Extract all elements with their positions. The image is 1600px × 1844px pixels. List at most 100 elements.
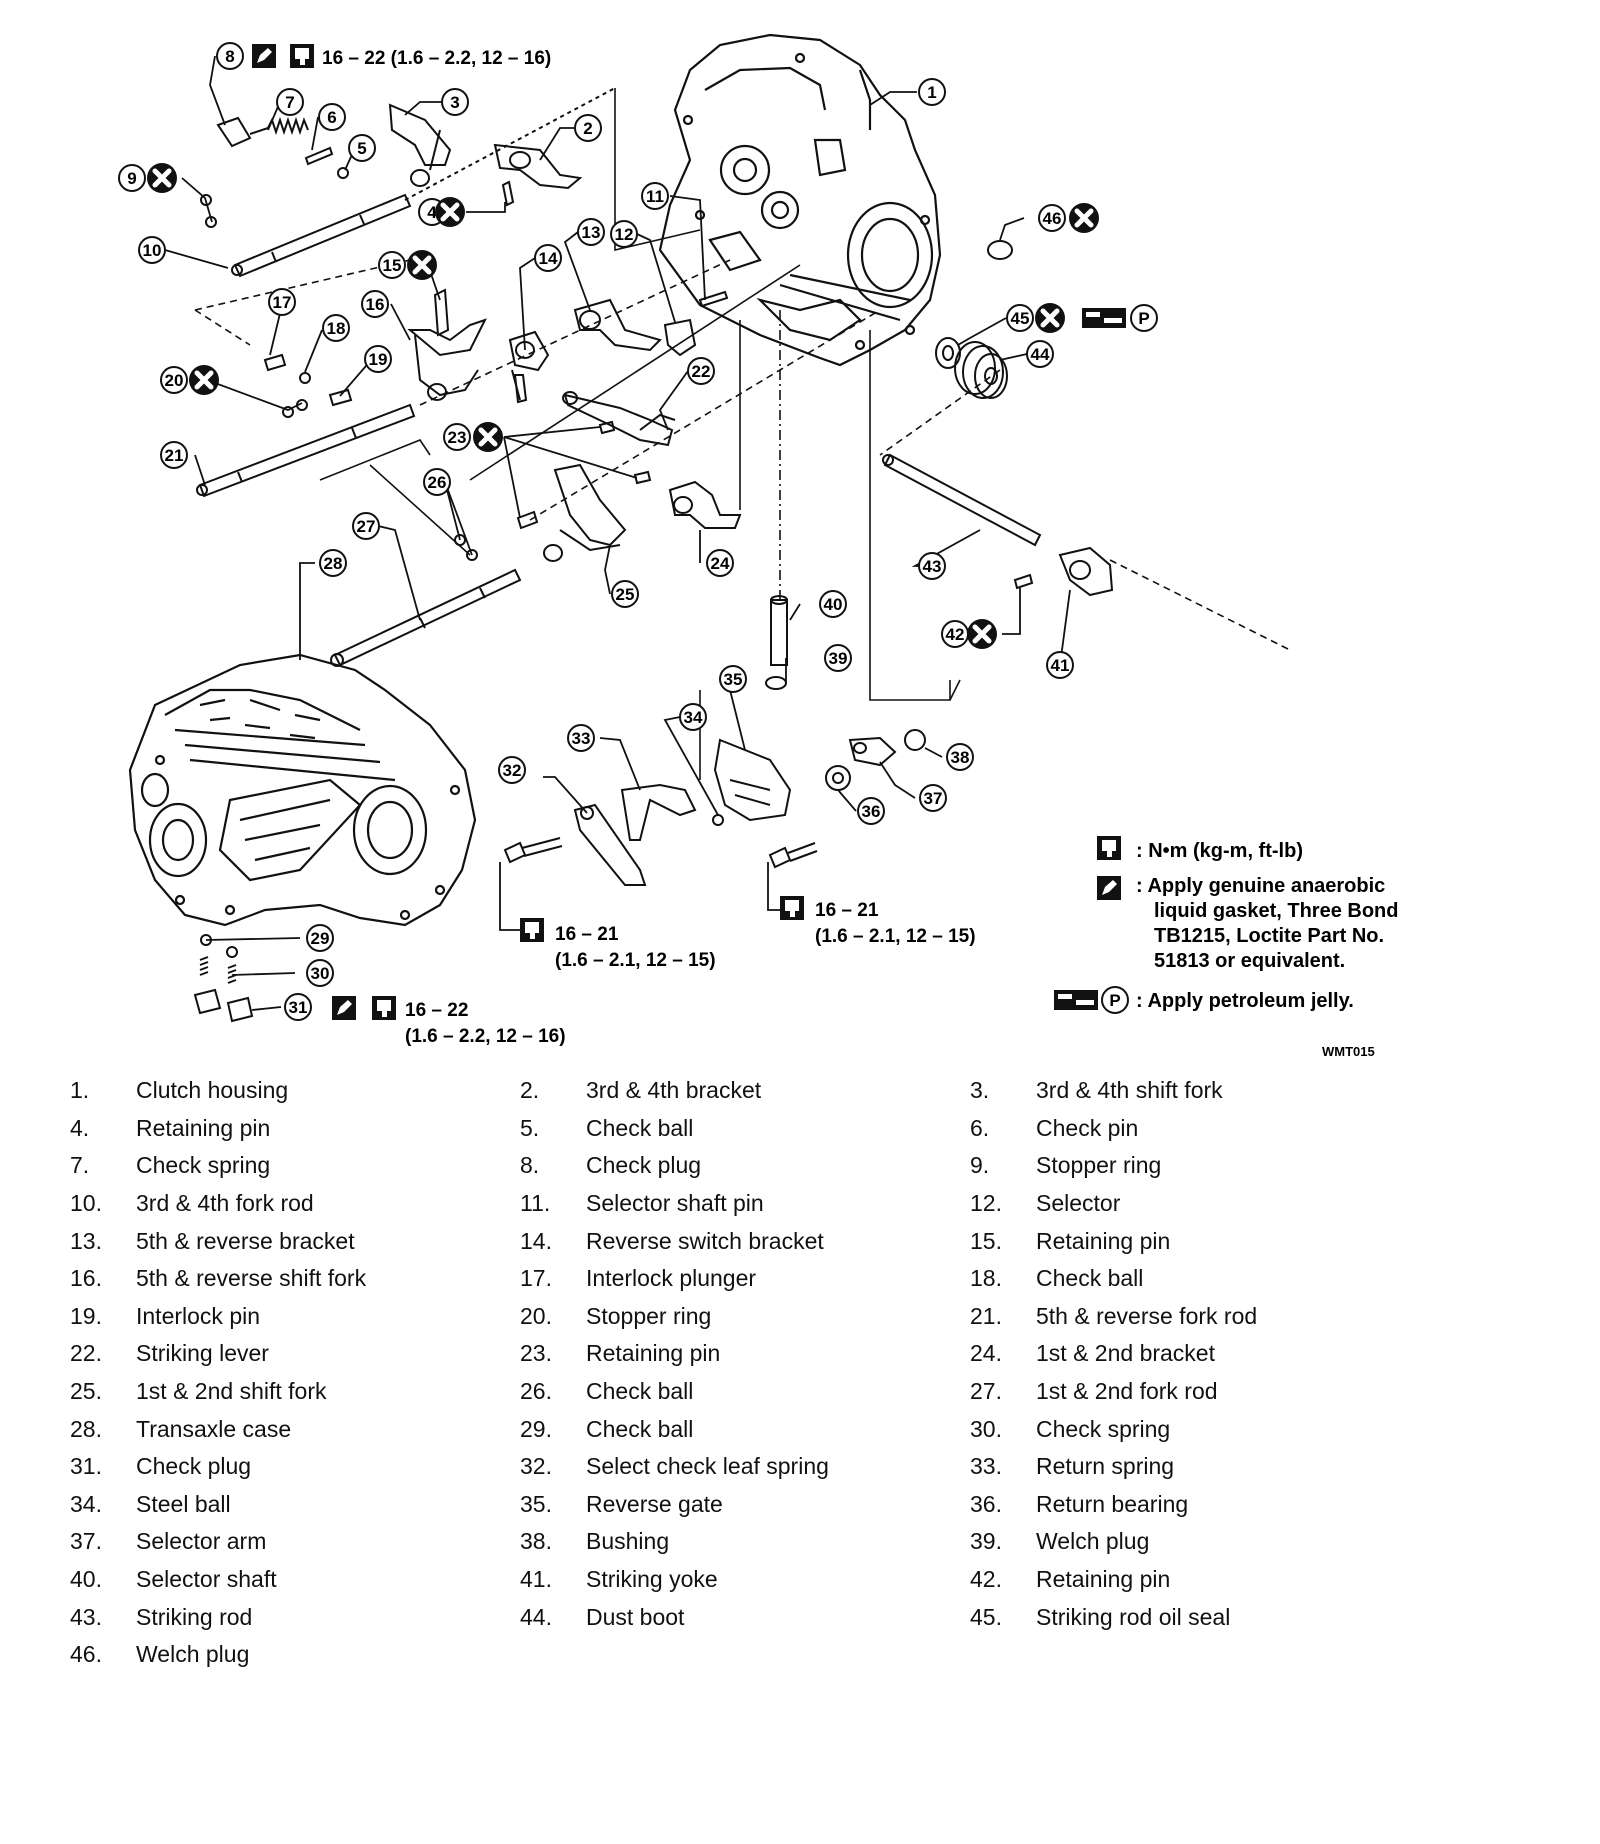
replace-x-icon (473, 422, 503, 452)
part-number: 29. (520, 1415, 552, 1442)
part-name: Check spring (136, 1152, 271, 1179)
callout-label: 9 (127, 169, 136, 188)
torque-icon (290, 44, 314, 68)
part-entry: 42.Retaining pin (970, 1566, 1420, 1593)
petroleum-jelly-badge (1101, 986, 1129, 1014)
part-entry: 9.Stopper ring (970, 1152, 1420, 1179)
part-name: Welch plug (136, 1641, 250, 1668)
part-entry: 29.Check ball (520, 1416, 970, 1443)
shift-components (193, 87, 1114, 1023)
part-name: Selector shaft pin (586, 1190, 764, 1217)
part-number: 27. (970, 1378, 1002, 1405)
torque-icon (780, 896, 804, 920)
figure-code: WMT015 (1322, 1044, 1375, 1059)
callout-label: 7 (285, 93, 294, 112)
part-name: Welch plug (1036, 1528, 1150, 1555)
part-number: 32. (520, 1453, 552, 1480)
petroleum-jelly-icon (1054, 990, 1098, 1010)
part-entry: 24.1st & 2nd bracket (970, 1340, 1420, 1367)
callout-label: 41 (1051, 656, 1070, 675)
part-entry: 20.Stopper ring (520, 1303, 970, 1330)
part-name: Check spring (1036, 1415, 1171, 1442)
petroleum-jelly-letter: P (1109, 991, 1120, 1010)
part-entry: 36.Return bearing (970, 1491, 1420, 1518)
part-number: 40. (70, 1566, 102, 1593)
part-number: 39. (970, 1528, 1002, 1555)
part-entry: 41.Striking yoke (520, 1566, 970, 1593)
part-number: 7. (70, 1152, 90, 1179)
part-number: 4. (70, 1114, 90, 1141)
part-entry: 17.Interlock plunger (520, 1265, 970, 1292)
part-entry: 6.Check pin (970, 1115, 1420, 1142)
part-entry: 22.Striking lever (70, 1340, 520, 1367)
callout-label: 29 (311, 929, 330, 948)
legend-gasket-text: TB1215, Loctite Part No. (1154, 925, 1384, 947)
replace-x-icon (435, 197, 465, 227)
part-name: Dust boot (586, 1603, 685, 1630)
callout-label: 15 (383, 256, 402, 275)
legend: : N•m (kg-m, ft-lb) : Apply genuine anae… (1054, 836, 1398, 1059)
part-number: 37. (70, 1528, 102, 1555)
callout-label: 24 (711, 554, 730, 573)
part-number: 3. (970, 1077, 990, 1104)
part-entry: 4.Retaining pin (70, 1115, 520, 1142)
torque-spec-text: (1.6 – 2.1, 12 – 15) (815, 926, 976, 947)
part-number: 15. (970, 1227, 1002, 1254)
part-number: 17. (520, 1265, 552, 1292)
part-number: 16. (70, 1265, 102, 1292)
callout-label: 45 (1011, 309, 1030, 328)
part-name: Bushing (586, 1528, 670, 1555)
part-name: Clutch housing (136, 1077, 289, 1104)
callout-label: 28 (324, 554, 343, 573)
part-entry: 12.Selector (970, 1190, 1420, 1217)
part-name: 3rd & 4th shift fork (1036, 1077, 1223, 1104)
part-name: Reverse gate (586, 1490, 723, 1517)
part-name: Selector arm (136, 1528, 267, 1555)
part-name: 5th & reverse fork rod (1036, 1302, 1258, 1329)
callout-label: 33 (572, 729, 591, 748)
clutch-housing-part (658, 33, 942, 367)
part-number: 14. (520, 1227, 552, 1254)
torque-spec-text: 16 – 22 (1.6 – 2.2, 12 – 16) (322, 48, 551, 69)
legend-jelly-text: : Apply petroleum jelly. (1136, 990, 1354, 1012)
replace-x-icon (147, 163, 177, 193)
part-number: 11. (520, 1190, 551, 1217)
transaxle-case-part (128, 653, 477, 927)
callout-label: 11 (646, 187, 664, 206)
legend-torque-text: : N•m (kg-m, ft-lb) (1136, 840, 1303, 862)
part-entry: 31.Check plug (70, 1453, 520, 1480)
callout-label: 2 (583, 119, 592, 138)
part-entry: 15.Retaining pin (970, 1228, 1420, 1255)
part-number: 45. (970, 1603, 1002, 1630)
part-name: Check plug (586, 1152, 702, 1179)
petroleum-jelly-badge (1130, 304, 1158, 332)
part-name: Retaining pin (1036, 1566, 1171, 1593)
part-name: 1st & 2nd bracket (1036, 1340, 1215, 1367)
legend-gasket-text: liquid gasket, Three Bond (1154, 900, 1398, 922)
torque-icon (520, 918, 544, 942)
callout-label: 35 (724, 670, 743, 689)
torque-spec-text: (1.6 – 2.1, 12 – 15) (555, 950, 716, 971)
torque-icon (372, 996, 396, 1020)
callout-label: 43 (923, 557, 942, 576)
torque-icon (1097, 836, 1121, 860)
part-number: 44. (520, 1603, 552, 1630)
part-name: Steel ball (136, 1490, 231, 1517)
part-entry: 37. Selector arm (70, 1528, 520, 1555)
part-entry: 32.Select check leaf spring (520, 1453, 970, 1480)
part-number: 10. (70, 1190, 102, 1217)
callout-label: 3 (450, 93, 459, 112)
part-name: 1st & 2nd fork rod (1036, 1378, 1218, 1405)
spec-annotations: 16 – 22 (1.6 – 2.2, 12 – 16) P 16 – 21 (… (252, 44, 1158, 1047)
part-entry: 13.5th & reverse bracket (70, 1228, 520, 1255)
callout-label: 36 (862, 802, 881, 821)
part-number: 33. (970, 1453, 1002, 1480)
part-name: 5th & reverse shift fork (136, 1265, 367, 1292)
